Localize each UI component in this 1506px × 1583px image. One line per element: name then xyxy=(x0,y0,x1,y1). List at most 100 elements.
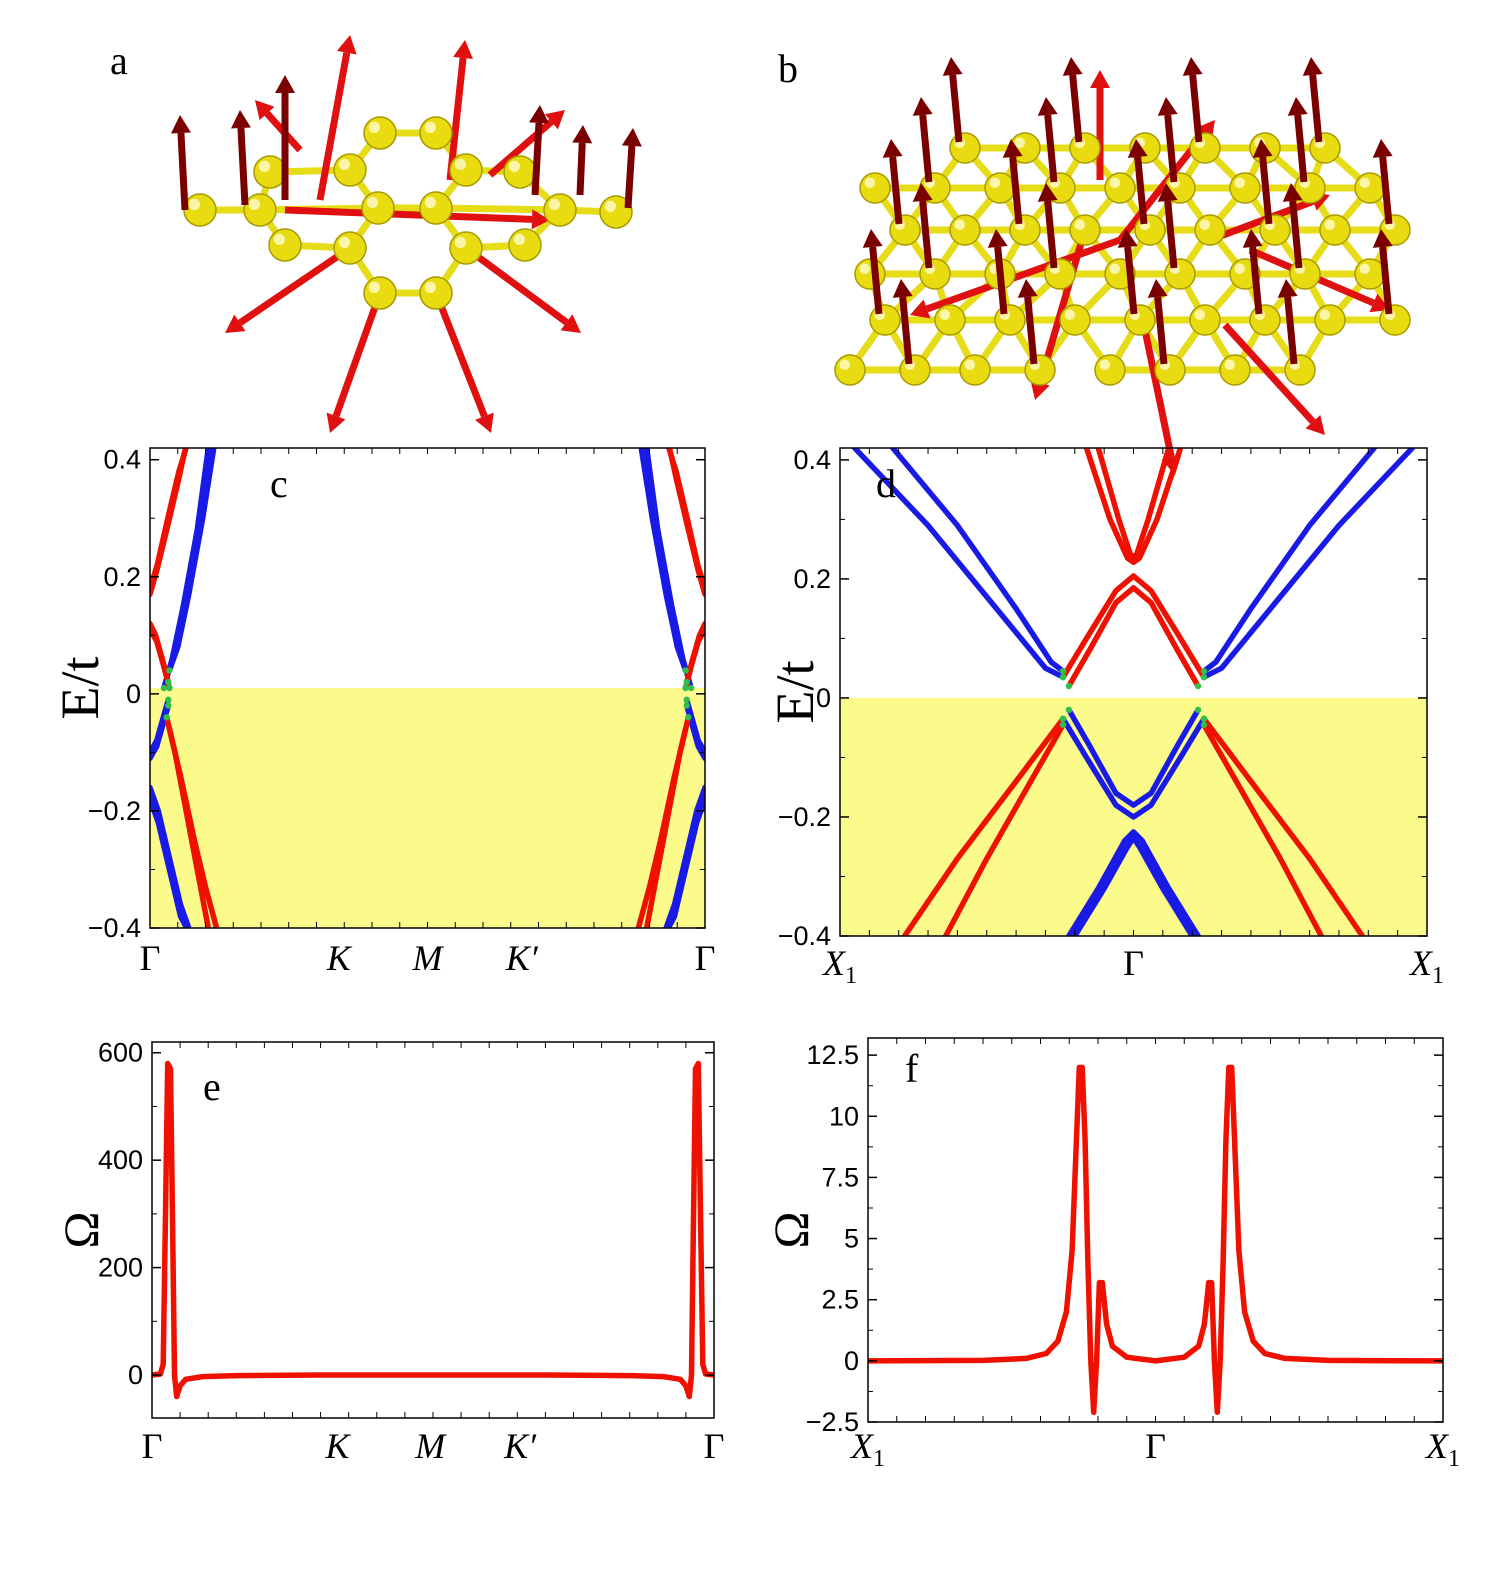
spin-arrow-shaft xyxy=(177,132,189,211)
atom-sphere xyxy=(1284,354,1316,386)
spin-arrow-shaft xyxy=(919,200,933,269)
crossing-dot xyxy=(1200,715,1208,722)
atom-highlight xyxy=(1319,309,1330,320)
atom-sphere xyxy=(419,276,453,310)
y-axis-label: Ω xyxy=(53,1211,109,1248)
crossing-dot xyxy=(166,667,173,674)
spin-arrow-shaft xyxy=(1222,322,1316,425)
atom-sphere xyxy=(984,172,1016,204)
spin-arrow-head xyxy=(255,100,275,121)
spin-arrow-shaft xyxy=(576,142,586,196)
atom-highlight xyxy=(454,236,466,248)
spin-arrow-shaft xyxy=(1124,246,1138,315)
band-line-red xyxy=(901,716,1066,936)
spin-arrow-shaft xyxy=(1189,74,1203,143)
atom-sphere xyxy=(934,304,966,336)
x-tick-label: Γ xyxy=(1123,943,1144,983)
spin-arrow-head xyxy=(529,105,549,124)
atom-highlight xyxy=(424,121,436,133)
spin-arrow-head xyxy=(912,97,933,116)
atom-sphere xyxy=(1164,258,1196,290)
atom-highlight xyxy=(548,198,561,210)
x-tick-label: Γ xyxy=(704,1426,725,1466)
crossing-dot xyxy=(682,667,689,674)
spin-arrow-shaft xyxy=(899,296,913,365)
atom-sphere xyxy=(1259,214,1291,246)
panel-letter-a: a xyxy=(110,38,128,83)
crossing-dot xyxy=(166,684,173,692)
spin-arrow-head xyxy=(531,209,550,230)
y-tick-label: 200 xyxy=(98,1253,143,1283)
spin-arrow-head xyxy=(475,412,494,433)
molecule-illustration-a xyxy=(170,35,642,433)
band-line-blue xyxy=(665,796,705,928)
spin-arrow-head xyxy=(987,229,1008,248)
spin-arrow-shaft xyxy=(1249,246,1263,315)
atom-highlight xyxy=(1324,219,1335,230)
y-tick-label: 2.5 xyxy=(821,1285,859,1315)
atom-sphere xyxy=(959,354,991,386)
y-axis-label: Ω xyxy=(763,1211,819,1248)
atom-sphere xyxy=(1194,214,1226,246)
atom-sphere xyxy=(361,191,395,225)
band-line-red xyxy=(868,1064,1443,1415)
atom-highlight xyxy=(368,121,380,133)
atom-highlight xyxy=(839,359,850,370)
spin-arrow-head xyxy=(1090,70,1110,88)
atom-sphere xyxy=(363,276,397,310)
band-line-red xyxy=(1060,573,1207,680)
crossing-dot xyxy=(165,678,172,686)
y-tick-label: 0 xyxy=(126,679,141,709)
spin-arrow-shaft xyxy=(1134,156,1148,225)
atom-sphere xyxy=(1059,304,1091,336)
spin-arrow-shaft xyxy=(1044,114,1058,183)
panel-letter-d: d xyxy=(876,461,896,506)
spin-arrow-shaft xyxy=(1009,156,1023,225)
spin-arrow-shaft xyxy=(463,245,569,326)
spin-arrow-head xyxy=(170,115,191,134)
y-tick-label: 600 xyxy=(98,1038,143,1068)
atom-highlight xyxy=(508,160,520,172)
y-tick-label: −2.5 xyxy=(806,1407,859,1437)
band-line-blue xyxy=(1201,448,1377,674)
x-tick-label: K′ xyxy=(505,938,539,978)
panel-letter-c: c xyxy=(270,461,288,506)
y-tick-label: 12.5 xyxy=(806,1040,859,1070)
spin-arrow-head xyxy=(1157,97,1178,116)
spin-arrow-head xyxy=(560,314,581,333)
atom-highlight xyxy=(188,198,200,210)
band-line-red xyxy=(1201,721,1325,936)
spin-arrow-shaft xyxy=(1164,200,1178,269)
spin-arrow-shaft xyxy=(624,145,636,209)
atom-sphere xyxy=(1229,172,1261,204)
atom-sphere xyxy=(363,116,397,150)
atom-sphere xyxy=(1024,354,1056,386)
atom-sphere xyxy=(419,191,453,225)
spin-arrow-head xyxy=(1147,279,1168,298)
spin-arrow-shaft xyxy=(531,122,543,196)
spin-arrow-shaft xyxy=(1289,200,1303,269)
y-tick-label: 0.2 xyxy=(793,564,831,594)
atom-highlight xyxy=(964,359,975,370)
spin-arrow-shaft xyxy=(1024,296,1038,365)
crossing-dot xyxy=(1200,667,1208,675)
band-line-red xyxy=(942,721,1066,936)
spin-arrow-shaft xyxy=(1069,74,1083,143)
atom-highlight xyxy=(454,158,466,170)
atom-highlight xyxy=(424,281,436,293)
atom-sphere xyxy=(243,193,277,227)
atom-sphere xyxy=(253,155,287,189)
spin-arrow-head xyxy=(1037,97,1058,116)
band-line-red xyxy=(1083,448,1184,566)
atom-sphere xyxy=(183,193,217,227)
y-tick-label: −0.2 xyxy=(778,802,831,832)
band-line-blue xyxy=(150,796,190,928)
x-tick-label: M xyxy=(412,938,445,978)
atom-sphere xyxy=(1354,258,1386,290)
atom-highlight xyxy=(366,196,378,208)
x-tick-label: X1 xyxy=(849,1426,885,1472)
spin-arrow-shaft xyxy=(1141,329,1175,459)
spin-arrow-shaft xyxy=(869,246,883,315)
